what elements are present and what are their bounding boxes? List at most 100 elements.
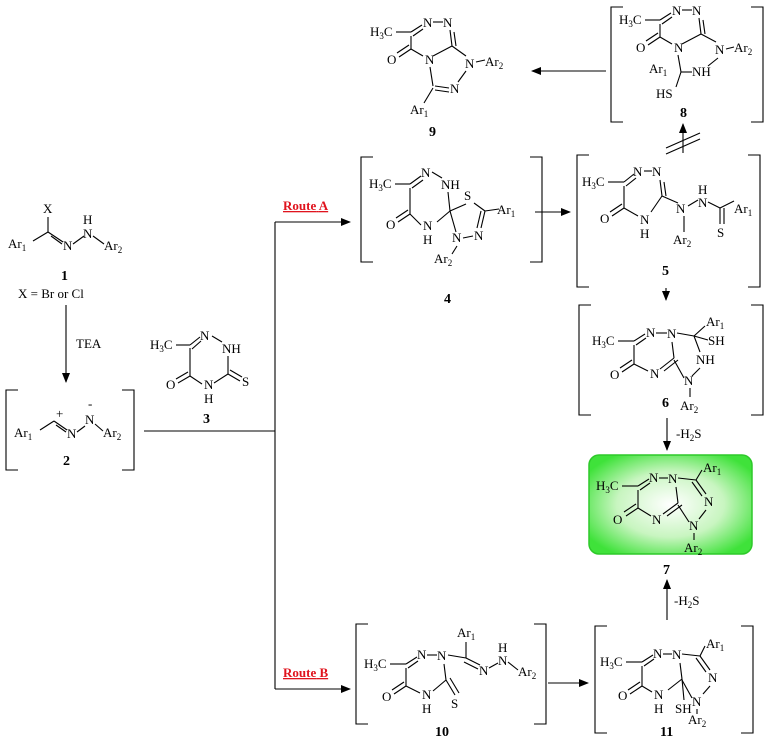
c8-o: O (636, 40, 645, 55)
c9-o: O (387, 52, 396, 67)
c8-sh: HS (656, 86, 673, 101)
c4-n3: N (474, 228, 484, 243)
compound-10: H3C N N S N H O Ar1 N H N Ar2 10 (355, 623, 547, 740)
c3-number: 3 (203, 412, 210, 427)
c6-n3: N (650, 366, 660, 381)
c7-n1: N (649, 470, 659, 485)
c6-n2: N (667, 326, 677, 341)
reagent-h2s-a: -H2S (676, 426, 701, 443)
c4-number: 4 (444, 292, 451, 307)
c10-n1: N (417, 647, 427, 662)
c7-o: O (613, 512, 622, 527)
c7-n3: N (652, 512, 662, 527)
c1-x: X (43, 201, 53, 216)
c10-n2: N (437, 648, 447, 663)
c6-sh: SH (708, 333, 725, 348)
route-b-label: Route B (283, 665, 328, 680)
c10-n5: N (498, 653, 508, 668)
c2-n1: N (67, 426, 77, 441)
c3-o: O (166, 377, 175, 392)
c1-h: H (83, 212, 92, 227)
c3-n2: N (204, 377, 214, 392)
c2-minus: - (88, 396, 92, 411)
c5-n2: N (652, 164, 662, 179)
compound-4: H3C N NH S Ar1 N N Ar2 N H O 4 (360, 156, 543, 307)
c2-number: 2 (63, 454, 70, 469)
c2-plus: + (56, 406, 63, 421)
c11-n3: N (654, 687, 664, 702)
c3-me: H3C (150, 337, 173, 354)
compound-5: H3C N N N H O N Ar2 H N Ar1 S 5 (576, 154, 761, 288)
c11-n2: N (672, 647, 682, 662)
c8-me: H3C (619, 12, 642, 29)
c2-n2: N (85, 412, 95, 427)
compound-8: H3C N N N O N Ar2 NH Ar1 HS 8 (610, 3, 764, 123)
c10-nh: H (498, 640, 507, 655)
c5-n1: N (633, 164, 643, 179)
c10-ar1: Ar1 (457, 625, 475, 642)
c10-s: S (451, 696, 458, 711)
c1-n1: N (63, 238, 73, 253)
c4-n: N (421, 165, 431, 180)
c3-n1: N (200, 328, 210, 343)
compound-9: H3C N N N O N Ar2 N Ar1 9 (370, 15, 503, 140)
block-slash-1 (665, 138, 701, 155)
c5-n4: N (676, 201, 686, 216)
c6-ar1: Ar1 (706, 314, 724, 331)
c4-ar2: Ar2 (434, 251, 452, 268)
c4-n4: N (452, 230, 462, 245)
c8-ar1: Ar1 (649, 61, 667, 78)
compound-6: H3C N N N O Ar1 SH NH N Ar2 6 (578, 304, 764, 416)
compound-11: H3C N N N H O SH Ar1 N N Ar2 11 (594, 625, 754, 740)
c10-n3: N (422, 687, 432, 702)
c4-nh: NH (441, 177, 460, 192)
c10-ar2: Ar2 (518, 664, 536, 681)
compound-2: + - Ar1 N N Ar2 2 (5, 389, 135, 471)
c5-nh: H (698, 182, 707, 197)
c2-ar2: Ar2 (103, 425, 121, 442)
c5-h: H (640, 226, 649, 241)
c7-number: 7 (663, 563, 670, 578)
c9-ar2: Ar2 (485, 54, 503, 71)
c8-number: 8 (680, 106, 687, 121)
c1-n2: N (83, 226, 93, 241)
c11-h: H (654, 701, 663, 716)
c6-o: O (610, 367, 619, 382)
c11-n1: N (653, 646, 663, 661)
c3-s: S (242, 374, 249, 389)
c1-number: 1 (61, 269, 68, 284)
c4-ar1: Ar1 (497, 202, 515, 219)
reagent-h2s-b: -H2S (674, 593, 699, 610)
c1-ar1: Ar1 (8, 236, 26, 253)
c11-n4: N (708, 670, 718, 685)
c6-n4: N (684, 373, 694, 388)
c4-o: O (386, 217, 395, 232)
c6-ar2: Ar2 (680, 398, 698, 415)
c6-n1: N (646, 325, 656, 340)
c9-n1: N (423, 15, 433, 30)
c8-ar2: Ar2 (734, 40, 752, 57)
c3-nh: NH (222, 341, 241, 356)
c11-n5: N (692, 694, 702, 709)
c8-nh: NH (692, 64, 711, 79)
c11-o: O (618, 688, 627, 703)
c5-s: S (717, 225, 724, 240)
reagent-tea: TEA (76, 336, 102, 351)
compound-1: X Ar1 N H N Ar2 1 X = Br or Cl (8, 201, 122, 301)
c3-h: H (204, 391, 213, 406)
c8-n4: N (715, 42, 725, 57)
c11-ar1: Ar1 (706, 636, 724, 653)
c7-n5: N (689, 518, 699, 533)
compound-3: H3C N NH S N H O 3 (150, 328, 249, 427)
c10-o: O (382, 689, 391, 704)
c8-n3: N (674, 40, 684, 55)
c10-me: H3C (364, 656, 387, 673)
block-slash-2 (665, 132, 701, 149)
c9-ar1: Ar1 (410, 102, 428, 119)
c9-n3: N (425, 52, 435, 67)
product-highlight-box (588, 454, 753, 555)
c1-note: X = Br or Cl (18, 286, 84, 301)
c9-number: 9 (429, 125, 436, 140)
c9-n5: N (450, 81, 460, 96)
